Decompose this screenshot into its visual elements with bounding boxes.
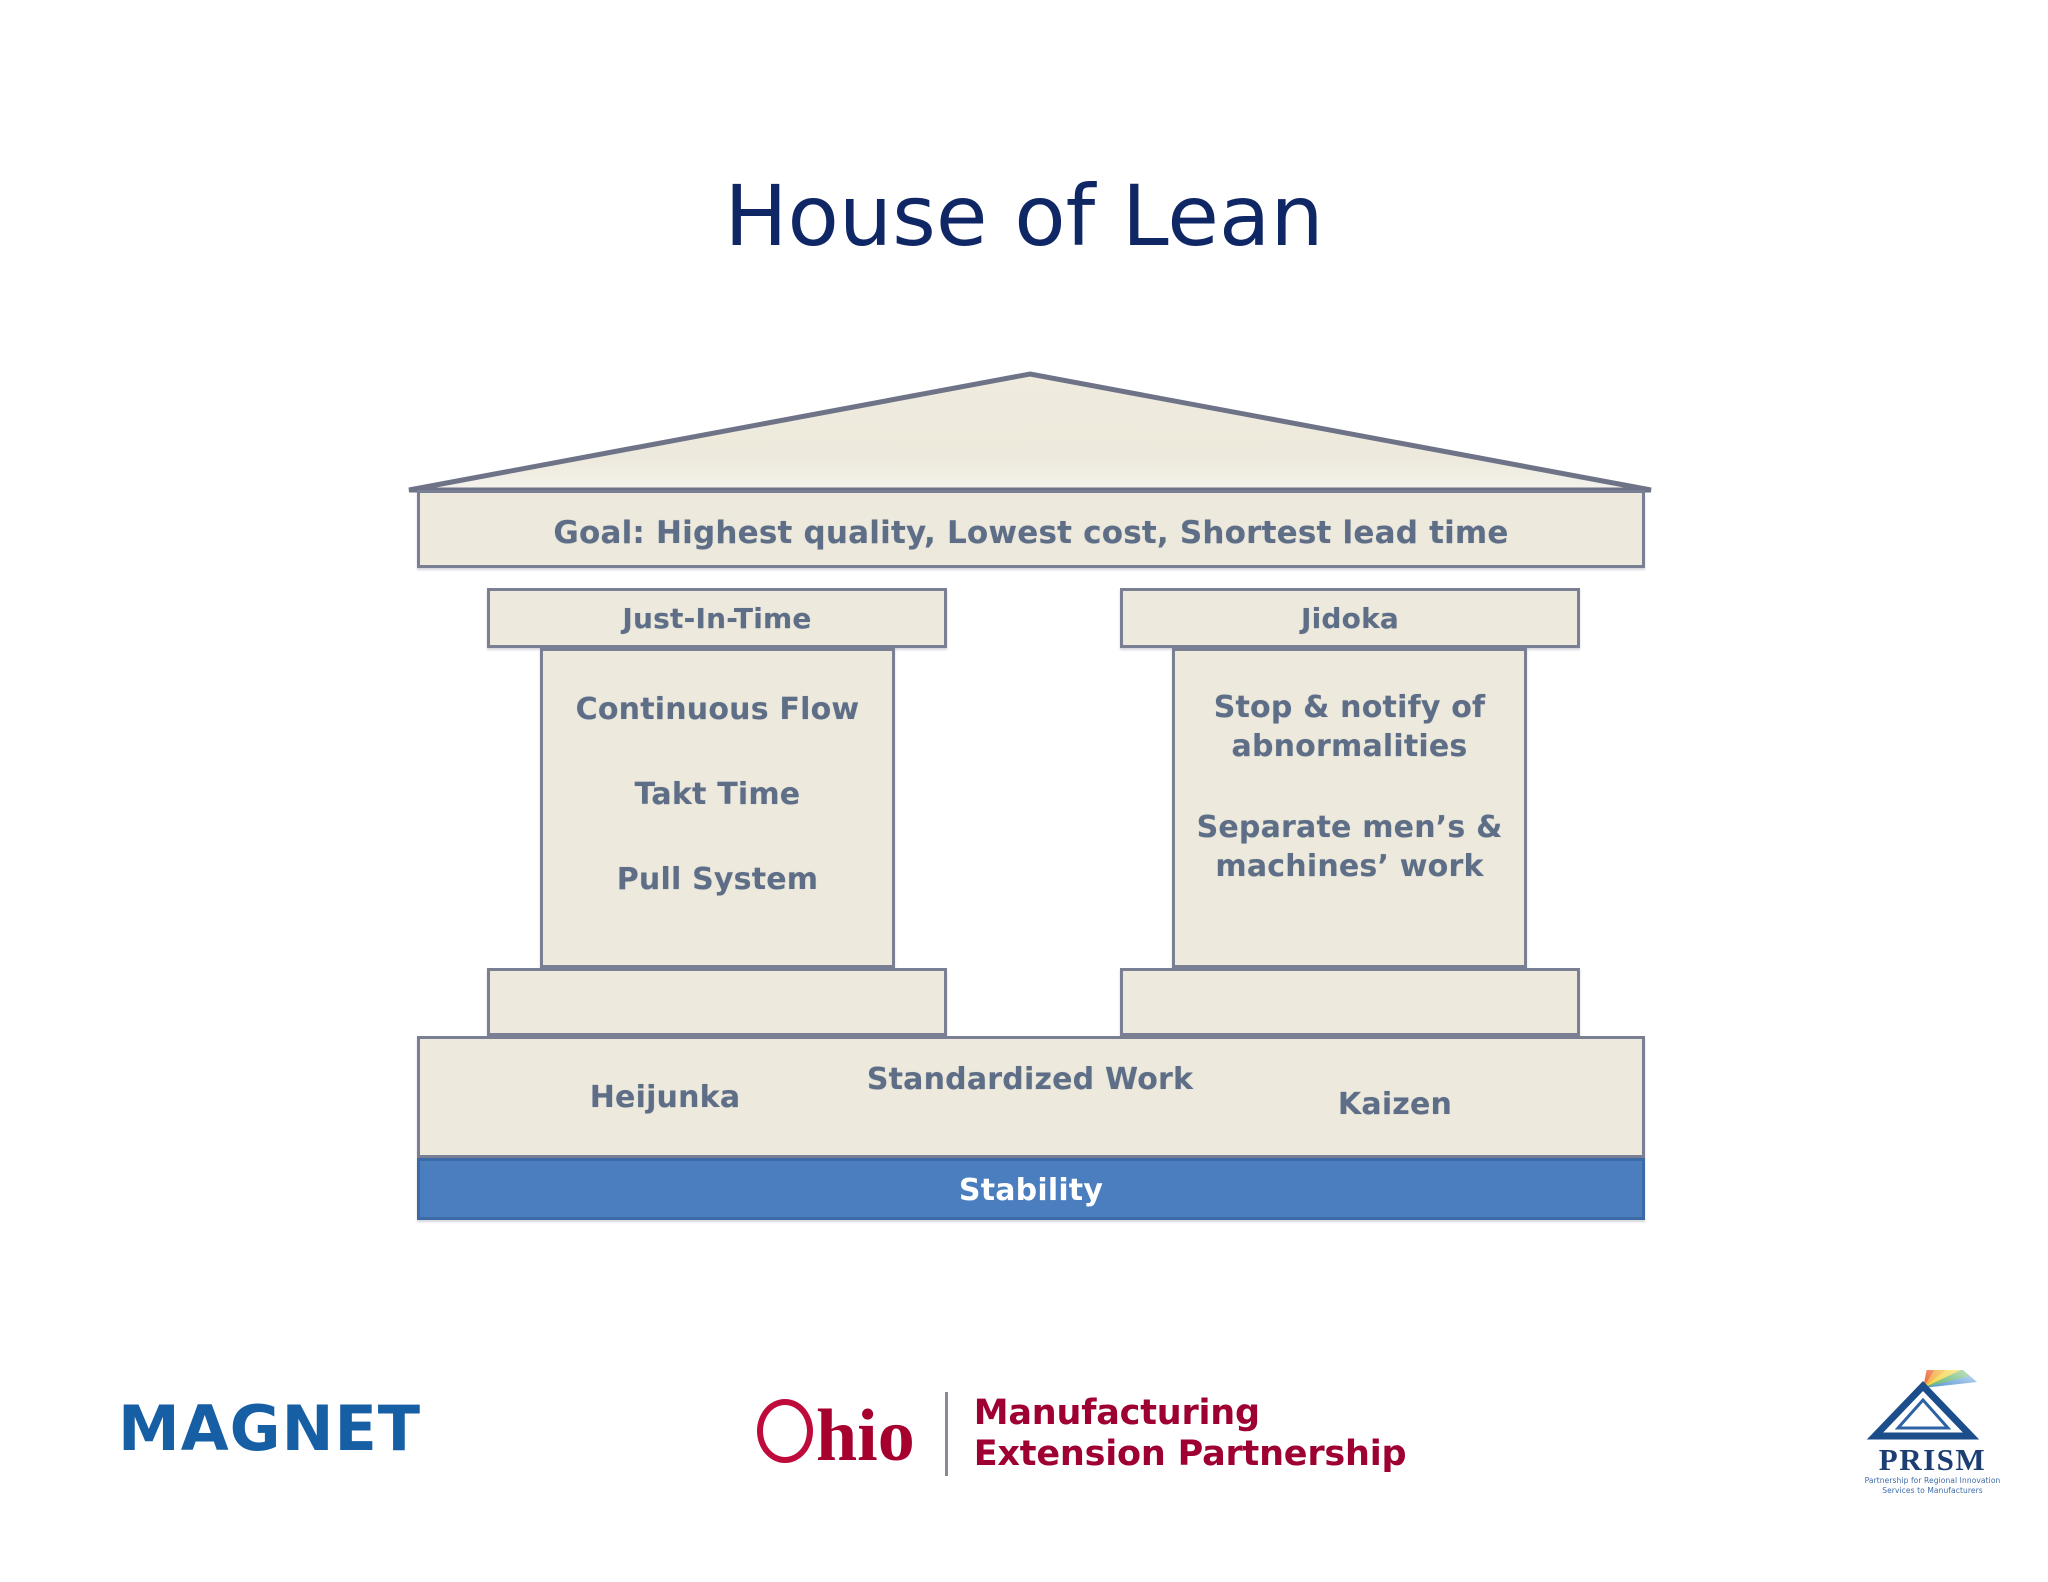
pillar-left-item-3: Pull System [616,862,819,897]
prism-tagline-1: Partnership for Regional Innovation [1864,1476,2001,1485]
page-title: House of Lean [724,167,1324,265]
goal-bar [417,490,1645,568]
foundation-item-kaizen: Kaizen [1337,1087,1453,1122]
pillar-right-shaft [1172,648,1527,968]
ohio-mep-logo: hio Manufacturing Extension Partnership [757,1388,1407,1480]
foundation-item-standardized-work: Standardized Work [866,1062,1194,1097]
pillar-right-capital [1120,588,1580,648]
ohio-o-ring-icon [757,1398,813,1463]
pillar-right-items: Stop & notify of abnormalities Separate … [1172,688,1527,886]
magnet-logo: MAGNET [118,1392,422,1465]
foundation-bar [417,1036,1645,1158]
pillar-left-item-1: Continuous Flow [575,692,860,727]
mep-wordmark: Manufacturing Extension Partnership [974,1393,1407,1474]
pillar-left-items: Continuous Flow Takt Time Pull System [540,690,895,899]
logo-divider [944,1392,948,1476]
ohio-wordmark-text: hio [816,1394,915,1477]
pillar-right-capital-label: Jidoka [1300,602,1399,635]
pillar-right-item-2: Separate men’s & machines’ work [1196,810,1503,884]
stability-label: Stability [958,1173,1104,1208]
prism-logo: PRISM Partnership for Regional Innovatio… [1845,1358,2020,1495]
prism-triangle-icon [1866,1358,1980,1440]
pillar-right-base [1120,968,1580,1036]
prism-tagline-2: Services to Manufacturers [1882,1486,1983,1495]
prism-wordmark: PRISM [1878,1442,1987,1477]
goal-bar-label: Goal: Highest quality, Lowest cost, Shor… [553,515,1509,551]
pillar-left-item-2: Takt Time [634,777,801,812]
pillar-left-base [487,968,947,1036]
pillar-right-item-1: Stop & notify of abnormalities [1213,690,1486,764]
mep-line-2: Extension Partnership [973,1434,1407,1474]
mep-line-1: Manufacturing [973,1393,1260,1434]
ohio-wordmark: hio [757,1396,915,1473]
pillar-left-capital-label: Just-In-Time [622,602,812,635]
stability-bar [417,1158,1645,1220]
foundation-item-heijunka: Heijunka [589,1080,741,1115]
pillar-left-capital [487,588,947,648]
pillar-left-shaft [540,648,895,968]
roof-triangle [408,371,1652,493]
